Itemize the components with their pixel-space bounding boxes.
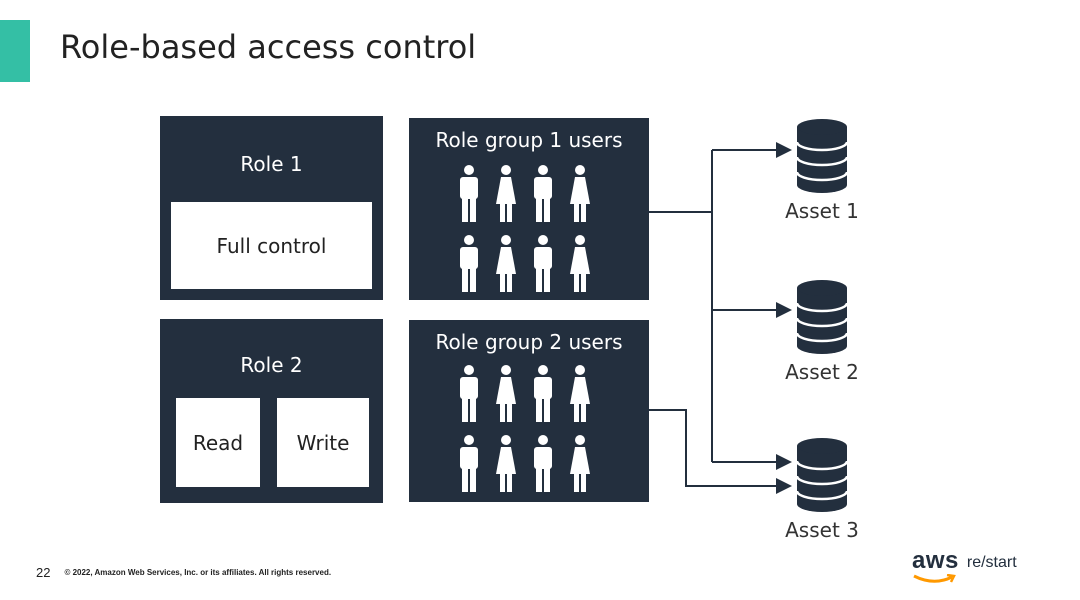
restart-text: re/start bbox=[966, 554, 1017, 571]
male-user-icon bbox=[457, 164, 481, 229]
female-user-icon bbox=[568, 434, 592, 499]
asset-2-label: Asset 2 bbox=[785, 360, 859, 384]
female-user-icon bbox=[494, 364, 518, 429]
asset-3-label: Asset 3 bbox=[785, 518, 859, 542]
female-user-icon bbox=[568, 364, 592, 429]
female-user-icon bbox=[568, 234, 592, 299]
female-user-icon bbox=[494, 434, 518, 499]
database-icon bbox=[767, 278, 877, 356]
male-user-icon bbox=[457, 434, 481, 499]
aws-logo-text: aws bbox=[912, 547, 959, 574]
female-user-icon bbox=[494, 164, 518, 229]
female-user-icon bbox=[494, 234, 518, 299]
male-user-icon bbox=[531, 434, 555, 499]
permission-full-control: Full control bbox=[171, 202, 372, 289]
permission-write: Write bbox=[277, 398, 369, 487]
asset-1: Asset 1 bbox=[767, 117, 877, 223]
asset-2: Asset 2 bbox=[767, 278, 877, 384]
aws-restart-logo: aws re/start bbox=[912, 548, 1017, 586]
asset-1-label: Asset 1 bbox=[785, 199, 859, 223]
permission-read: Read bbox=[176, 398, 260, 487]
aws-smile-icon bbox=[913, 574, 956, 583]
male-user-icon bbox=[531, 364, 555, 429]
role-1-title: Role 1 bbox=[240, 152, 303, 176]
male-user-icon bbox=[457, 234, 481, 299]
male-user-icon bbox=[457, 364, 481, 429]
aws-logo: aws bbox=[912, 548, 959, 586]
footer: 22 © 2022, Amazon Web Services, Inc. or … bbox=[36, 565, 331, 580]
role-group-1-title: Role group 1 users bbox=[435, 128, 623, 152]
arrow-to-asset-3-b bbox=[649, 409, 792, 494]
role-group-1-box: Role group 1 users bbox=[409, 118, 649, 300]
page-number: 22 bbox=[36, 565, 51, 580]
database-icon bbox=[767, 117, 877, 195]
role-1-box: Role 1 Full control bbox=[160, 116, 383, 300]
female-user-icon bbox=[568, 164, 592, 229]
role-2-title: Role 2 bbox=[240, 353, 303, 377]
male-user-icon bbox=[531, 234, 555, 299]
role-group-2-box: Role group 2 users bbox=[409, 320, 649, 502]
copyright: © 2022, Amazon Web Services, Inc. or its… bbox=[64, 568, 332, 577]
asset-3: Asset 3 bbox=[767, 436, 877, 542]
database-icon bbox=[767, 436, 877, 514]
role-2-box: Role 2 Read Write bbox=[160, 319, 383, 503]
accent-bar bbox=[0, 20, 30, 82]
role-group-2-title: Role group 2 users bbox=[435, 330, 623, 354]
slide-title: Role-based access control bbox=[60, 28, 477, 66]
male-user-icon bbox=[531, 164, 555, 229]
